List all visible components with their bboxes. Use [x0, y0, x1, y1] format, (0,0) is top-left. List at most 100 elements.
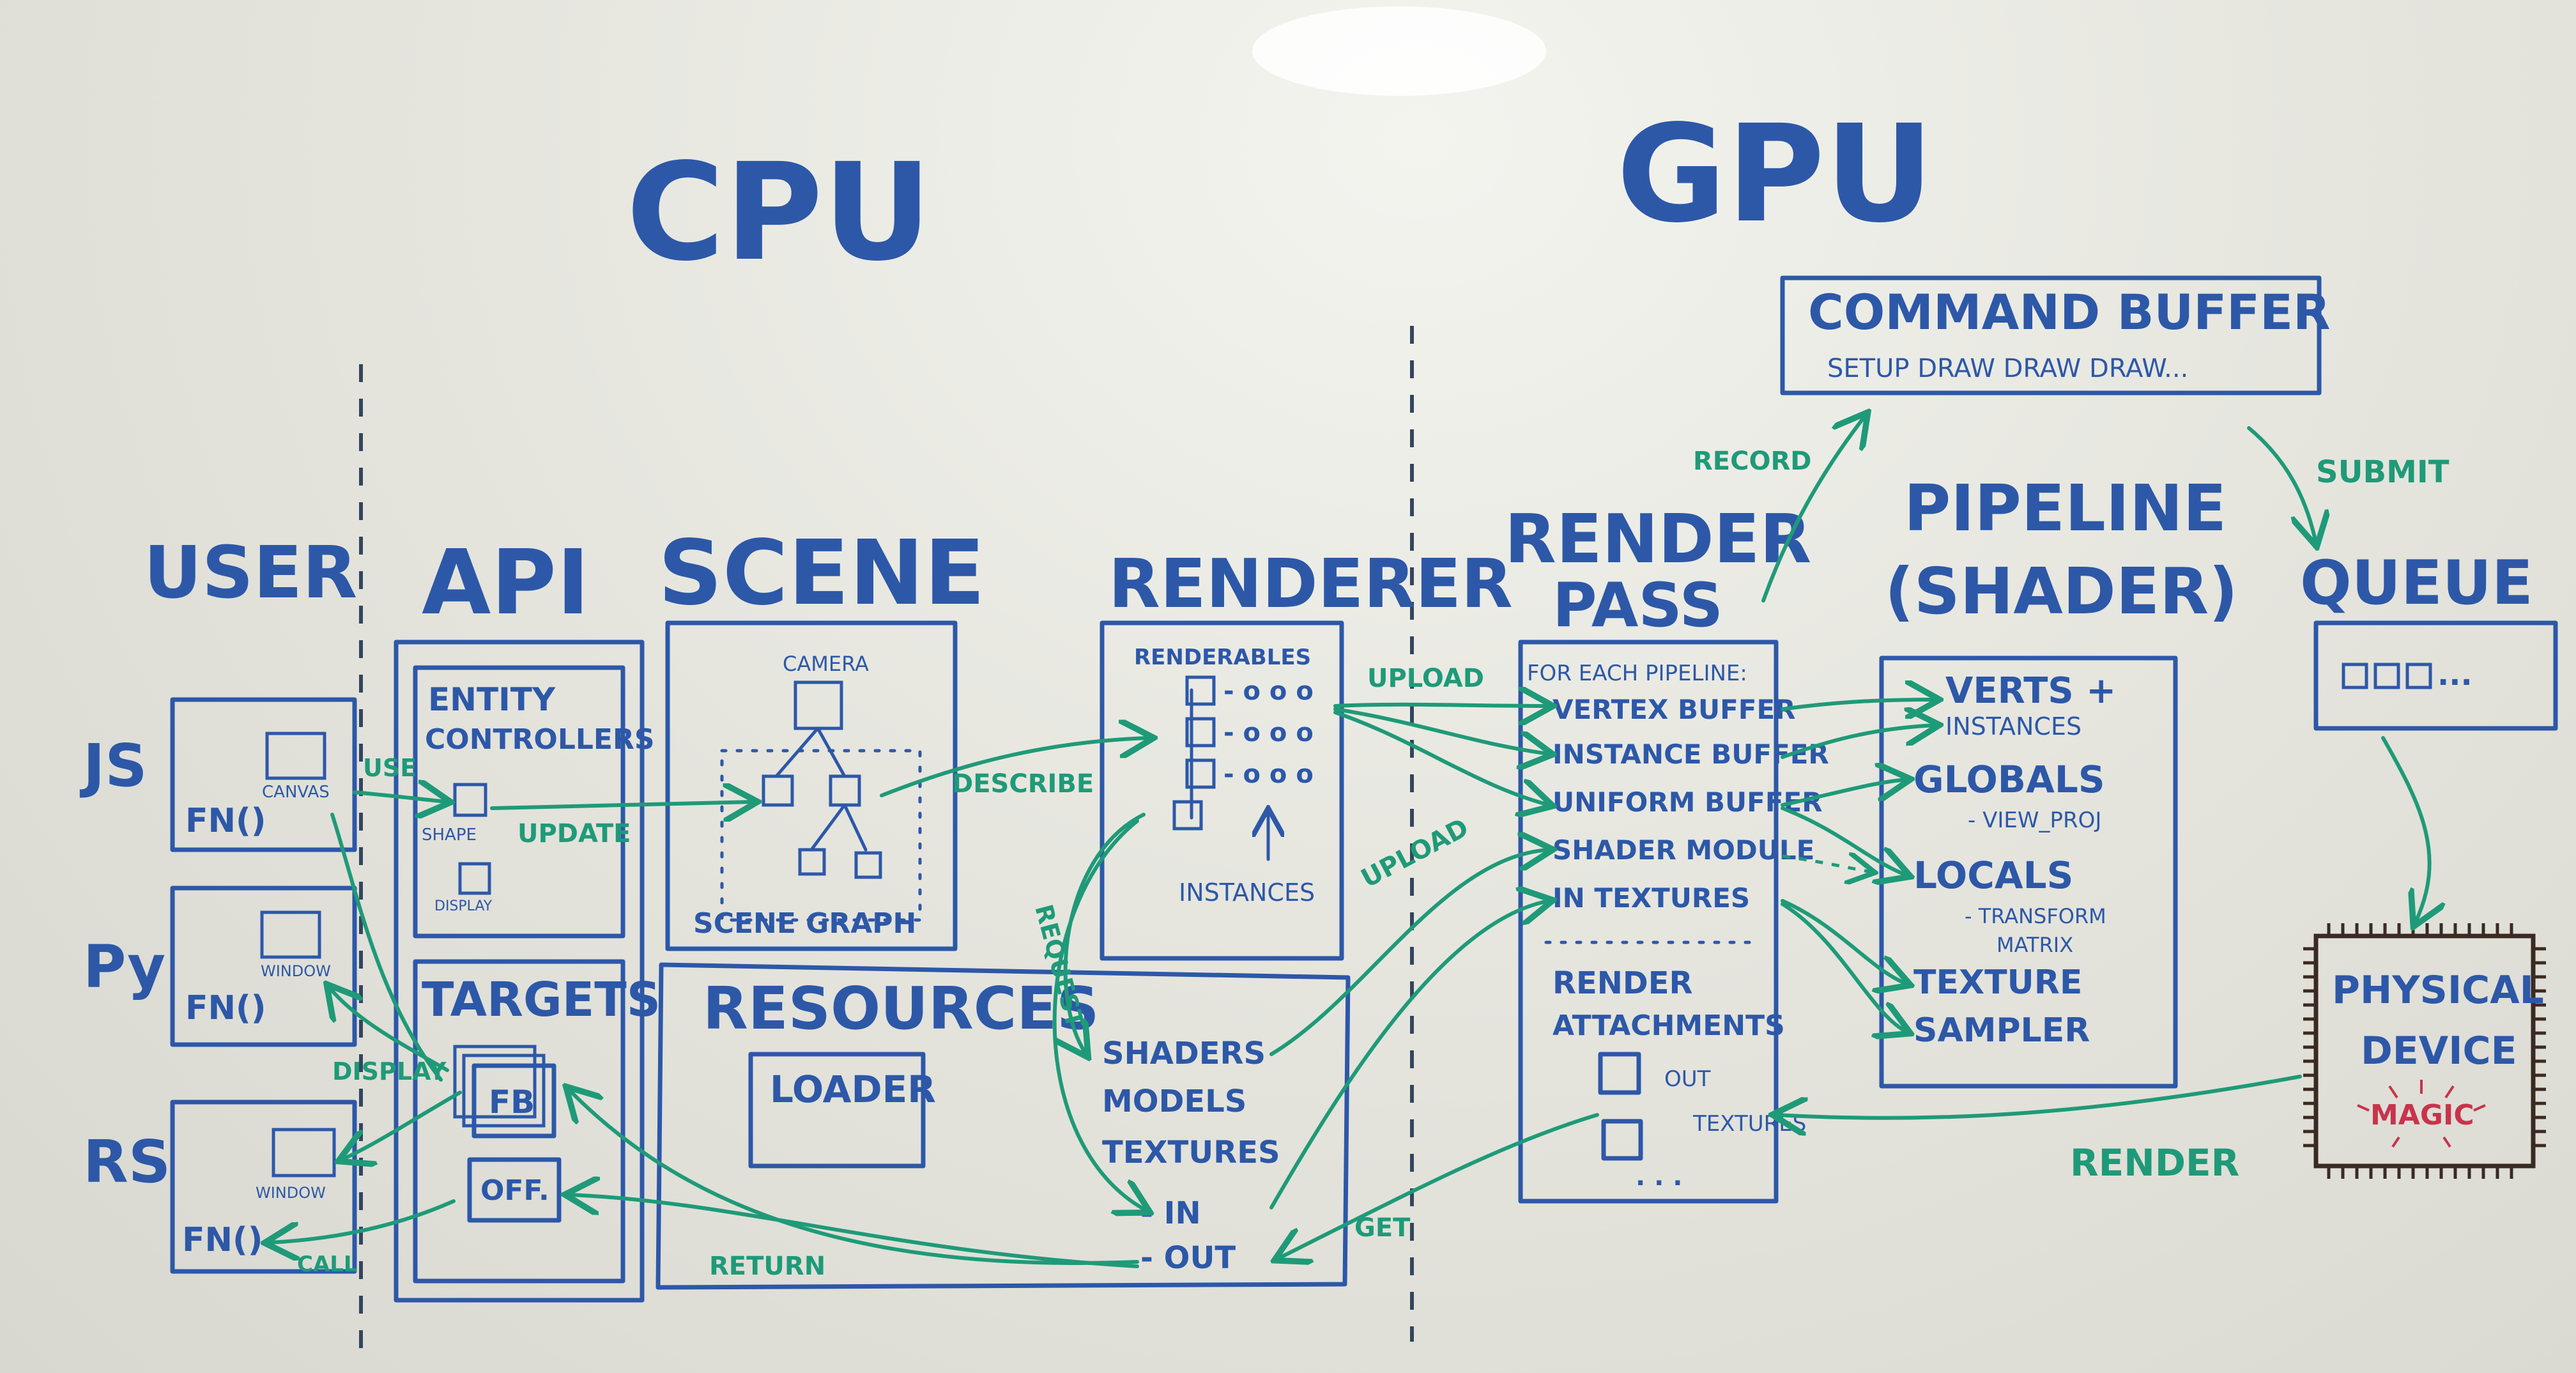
physical-device: PHYSICAL DEVICE MAGIC: [2303, 923, 2546, 1179]
cpu-heading: CPU: [626, 134, 932, 291]
return-label: RETURN: [709, 1252, 825, 1281]
fb-box: [471, 1063, 556, 1139]
targets-label: TARGETS: [422, 972, 661, 1027]
render-pass-title-1: RENDER: [1505, 500, 1811, 578]
locals-label: LOCALS: [1913, 854, 2073, 897]
render-label: RENDER: [2070, 1141, 2239, 1185]
canvas-to-fb-line: [330, 813, 443, 1082]
uniform-to-globals-arrow: [1781, 779, 1907, 807]
shader-module-dashed-arrow: [1782, 856, 1872, 872]
attachment-box-2: [1601, 1119, 1643, 1161]
instance-dots-1: - o o o: [1223, 677, 1314, 706]
user-rs-fn: FN(): [182, 1221, 263, 1259]
out-label: - OUT: [1140, 1240, 1236, 1276]
fb-stack-back-1: [462, 1054, 546, 1128]
verts-label-2: INSTANCES: [1945, 712, 2082, 740]
for-each-label: FOR EACH PIPELINE:: [1527, 661, 1747, 686]
request-arrow-2: [1052, 819, 1147, 1211]
upload-texture-arrow: [1269, 901, 1549, 1209]
upload-shader-arrow: [1269, 850, 1549, 1056]
in-label: - IN: [1140, 1195, 1201, 1231]
view-proj-label: - VIEW_PROJ: [1968, 808, 2101, 833]
user-rs-box: [170, 1100, 357, 1274]
queue-dots: ...: [2437, 657, 2472, 693]
vertex-to-verts-arrow: [1781, 700, 1936, 709]
fb-stack-back-2: [453, 1045, 537, 1119]
command-buffer-sub: SETUP DRAW DRAW DRAW...: [1827, 354, 2188, 383]
upload-label-2: UPLOAD: [1356, 813, 1473, 894]
describe-arrow: [880, 738, 1150, 797]
instances-label: INSTANCES: [1179, 878, 1315, 907]
user-py-box: [170, 886, 357, 1047]
gpu-heading: GPU: [1616, 96, 1934, 252]
renderable-1: [1185, 675, 1216, 706]
camera-label: CAMERA: [783, 652, 869, 676]
attachment-box-1: [1598, 1052, 1641, 1095]
resources-label: RESOURCES: [703, 974, 1099, 1043]
graph-edge-2: [816, 726, 847, 778]
rp-in-textures: IN TEXTURES: [1552, 882, 1750, 914]
use-arrow: [353, 792, 447, 802]
rp-shader-module: SHADER MODULE: [1552, 834, 1814, 866]
renderer-title: RENDERER: [1108, 545, 1513, 623]
globals-label: GLOBALS: [1913, 758, 2105, 801]
instance-to-verts-arrow: [1781, 725, 1936, 759]
renderable-3: [1185, 758, 1216, 789]
chip-body: [2313, 933, 2536, 1169]
update-label: UPDATE: [518, 819, 631, 848]
magic-label: MAGIC: [2370, 1099, 2474, 1131]
texture-arrow: [1781, 899, 1907, 984]
offscreen-label: OFF.: [480, 1174, 549, 1207]
scene-node-a: [762, 774, 794, 807]
render-pass-column: FOR EACH PIPELINE: VERTEX BUFFER INSTANC…: [1518, 640, 1829, 1204]
window-box-py: [260, 910, 321, 959]
offscreen-box: [467, 1157, 562, 1223]
describe-label: DESCRIBE: [952, 769, 1094, 799]
user-title: USER: [144, 532, 357, 615]
shaders-label: SHADERS: [1102, 1036, 1266, 1071]
lang-rs: RS: [83, 1128, 171, 1196]
textures-label: TEXTURES: [1102, 1135, 1280, 1170]
resources-region: RESOURCES LOADER: [656, 962, 1351, 1290]
api-column: ENTITY CONTROLLERS SHAPE DISPLAY TARGETS…: [394, 640, 661, 1303]
resources-box: [656, 962, 1351, 1290]
api-title: API: [422, 531, 590, 635]
chip-pins: [2303, 923, 2546, 1179]
attachments-label-2: ATTACHMENTS: [1552, 1009, 1785, 1042]
return-fb-arrow: [569, 1089, 1139, 1265]
canvas-label: CANVAS: [262, 783, 330, 802]
queue-slot-2: [2373, 663, 2400, 689]
renderables-label: RENDERABLES: [1134, 645, 1311, 670]
upload-vertex-arrow: [1333, 705, 1549, 706]
scene-graph-label: SCENE GRAPH: [693, 907, 916, 940]
update-arrow: [490, 802, 754, 808]
command-buffer-title: COMMAND BUFFER: [1808, 284, 2331, 341]
render-pass-title-2: PASS: [1552, 571, 1723, 641]
pipeline-column: VERTS + INSTANCES GLOBALS - VIEW_PROJ LO…: [1879, 656, 2178, 1089]
instance-dots-3: - o o o: [1223, 760, 1314, 789]
use-label: USE: [363, 754, 417, 782]
record-label: RECORD: [1693, 447, 1812, 476]
display-label: DISPLAY: [434, 898, 493, 914]
window-box-rs: [272, 1128, 336, 1177]
graph-edge-3: [809, 803, 847, 852]
device-label-2: DEVICE: [2361, 1029, 2517, 1073]
rp-vertex-buffer: VERTEX BUFFER: [1552, 694, 1796, 725]
device-label-1: PHYSICAL: [2332, 968, 2544, 1013]
targets-box: [413, 959, 625, 1284]
lang-py: Py: [83, 933, 165, 1001]
pipeline-title-1: PIPELINE: [1904, 471, 2227, 546]
record-arrow: [1761, 415, 1866, 602]
get-arrow: [1278, 1113, 1599, 1259]
scene-column: CAMERA SCENE GRAPH: [665, 620, 958, 951]
renderable-2: [1185, 717, 1216, 748]
rp-instance-buffer: INSTANCE BUFFER: [1552, 739, 1829, 770]
submit-arrow: [2247, 426, 2316, 543]
render-arrow: [1776, 1075, 2302, 1118]
graph-edge-4: [843, 803, 868, 852]
scene-node-b: [829, 774, 861, 807]
get-label: GET: [1354, 1213, 1411, 1243]
queue-slot-1: [2342, 663, 2368, 689]
verts-label-1: VERTS +: [1945, 670, 2116, 712]
